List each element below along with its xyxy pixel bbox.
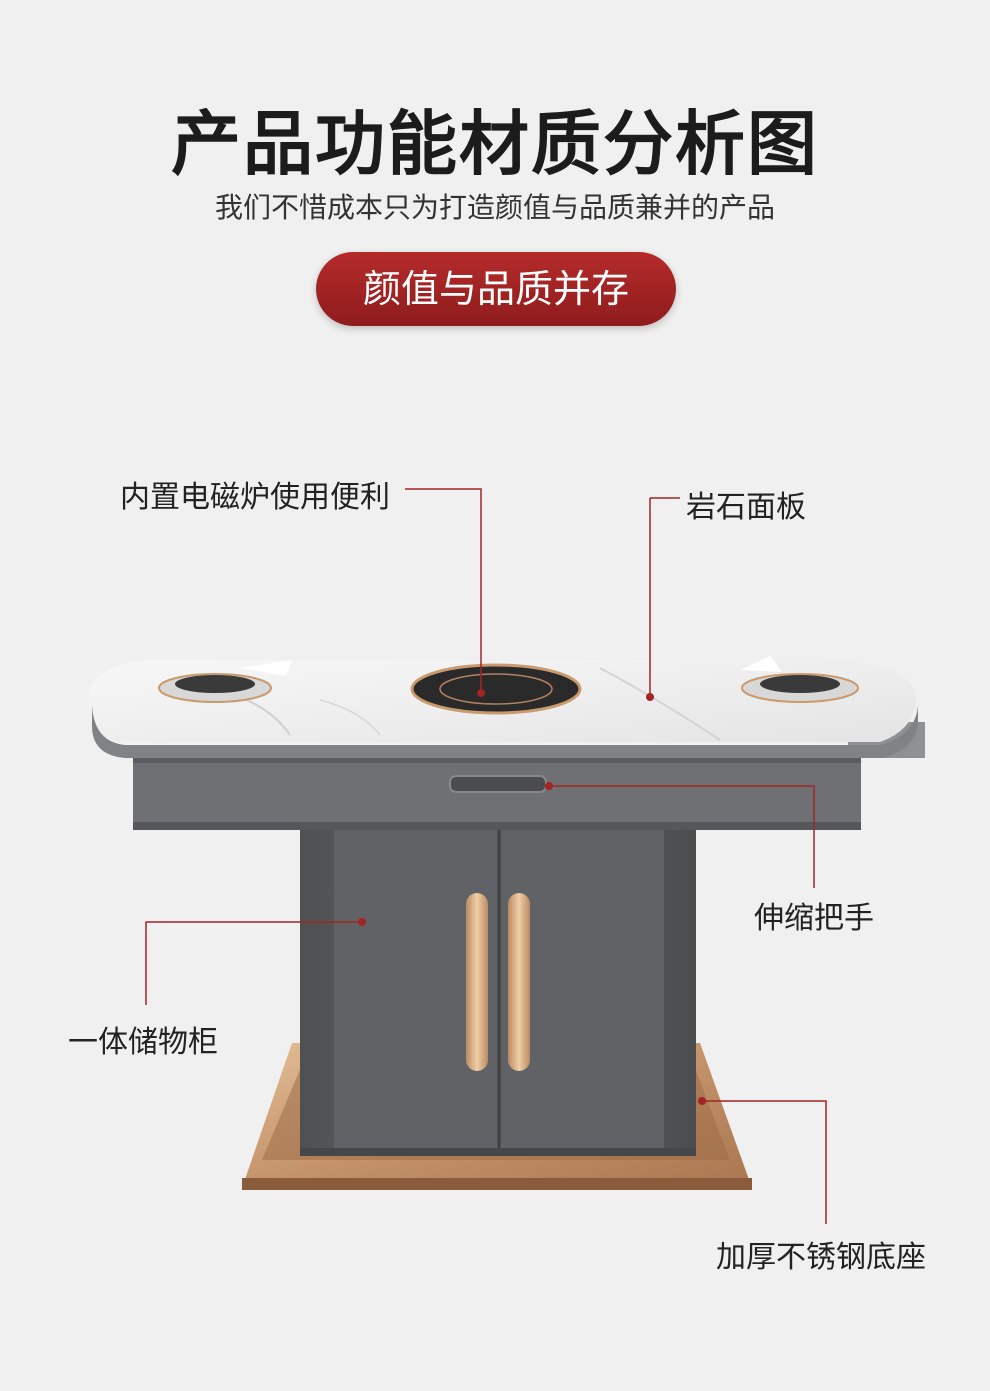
section-badge: 颜值与品质并存 [316,252,676,326]
table-apron [133,755,861,830]
page-title: 产品功能材质分析图 [171,103,819,185]
callout-base: 加厚不锈钢底座 [716,1240,926,1275]
callout-stone-top: 岩石面板 [686,490,806,525]
callout-induction: 内置电磁炉使用便利 [120,480,390,515]
induction-cooker [410,663,582,715]
storage-cabinet [300,828,696,1156]
plate-setting-right [740,656,859,703]
callout-lines [145,488,827,1224]
callout-handle: 伸缩把手 [754,901,874,936]
callout-dots [358,689,706,1105]
cabinet-handle-left [466,893,488,1071]
plate-setting-left [158,660,292,703]
page-subtitle: 我们不惜成本只为打造颜值与品质兼并的产品 [214,191,775,224]
cabinet-handle-right [508,893,530,1071]
callout-cabinet: 一体储物柜 [68,1025,218,1060]
